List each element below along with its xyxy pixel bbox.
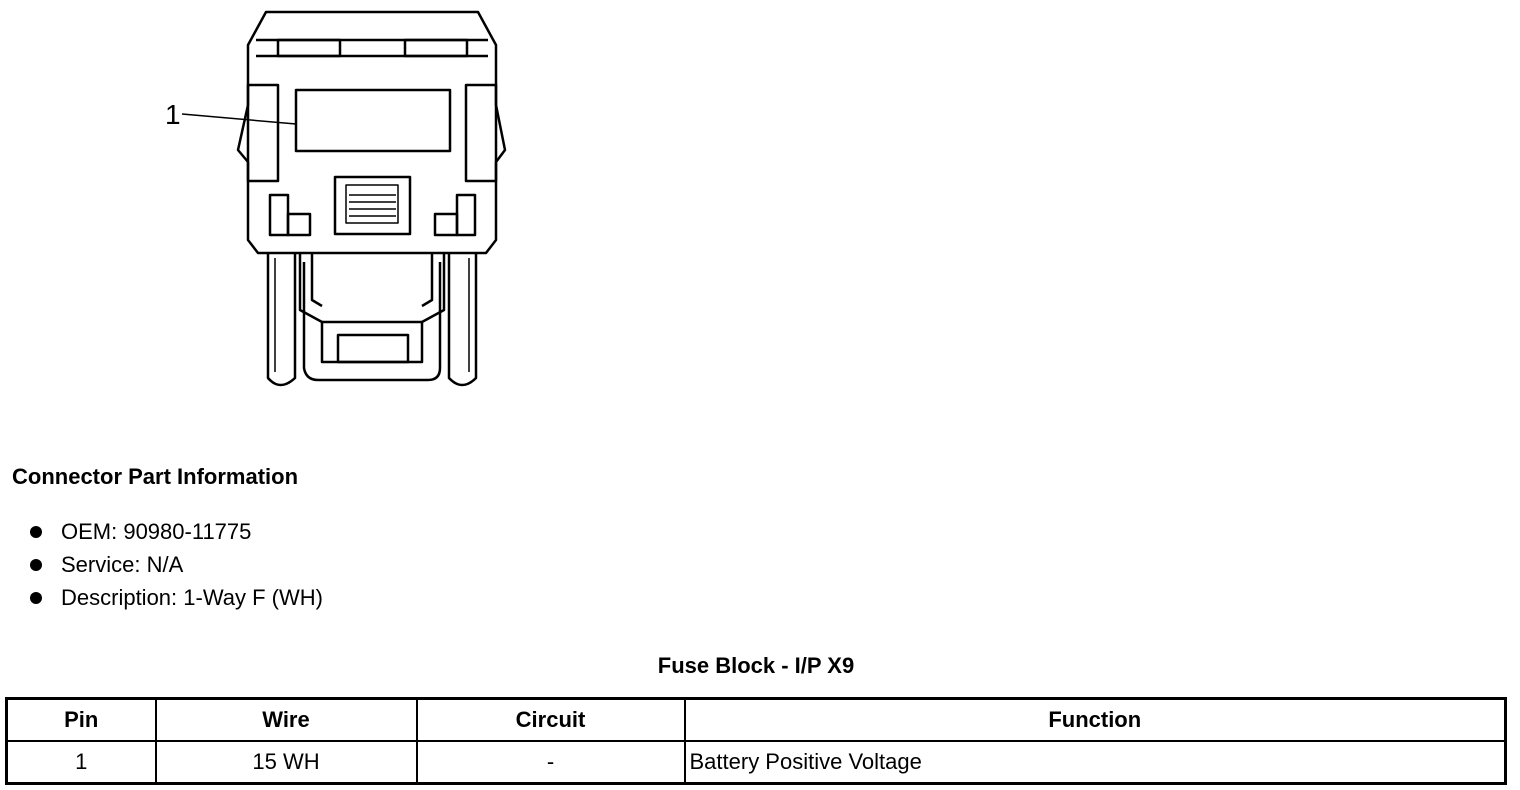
part-info-list: OEM: 90980-11775 Service: N/A Descriptio…: [30, 518, 323, 617]
connector-housing: [236, 10, 507, 255]
list-item: OEM: 90980-11775: [30, 518, 323, 551]
pin-table: Pin Wire Circuit Function 1 15 WH - Batt…: [5, 697, 1507, 785]
callout-label: 1: [165, 99, 181, 130]
list-item: Service: N/A: [30, 551, 323, 584]
oem-part-number: OEM: 90980-11775: [61, 519, 252, 544]
bullet-icon: [30, 559, 42, 571]
table-title: Fuse Block - I/P X9: [657, 653, 855, 678]
header-function: Function: [683, 697, 1507, 742]
connector-description: Description: 1-Way F (WH): [61, 585, 323, 610]
cell-function: Battery Positive Voltage: [683, 740, 1507, 785]
service-part-number: Service: N/A: [61, 552, 184, 577]
header-pin: Pin: [5, 697, 157, 742]
right-terminal-blade: [447, 253, 478, 387]
bottom-loop: [302, 262, 442, 382]
table-row: 1 15 WH - Battery Positive Voltage: [5, 740, 1507, 785]
bullet-icon: [30, 526, 42, 538]
table-header-row: Pin Wire Circuit Function: [5, 697, 1507, 742]
center-latch: [333, 175, 412, 236]
bullet-icon: [30, 592, 42, 604]
section-heading: Connector Part Information: [12, 464, 299, 489]
header-circuit: Circuit: [415, 697, 686, 742]
left-terminal-blade: [266, 253, 297, 387]
connector-diagram: 1: [165, 10, 507, 387]
callout-leader: [181, 113, 297, 125]
list-item: Description: 1-Way F (WH): [30, 584, 323, 617]
cell-circuit: -: [415, 740, 686, 785]
terminal-window: [294, 88, 452, 153]
cell-pin: 1: [5, 740, 157, 785]
header-wire: Wire: [154, 697, 418, 742]
cell-wire: 15 WH: [154, 740, 418, 785]
